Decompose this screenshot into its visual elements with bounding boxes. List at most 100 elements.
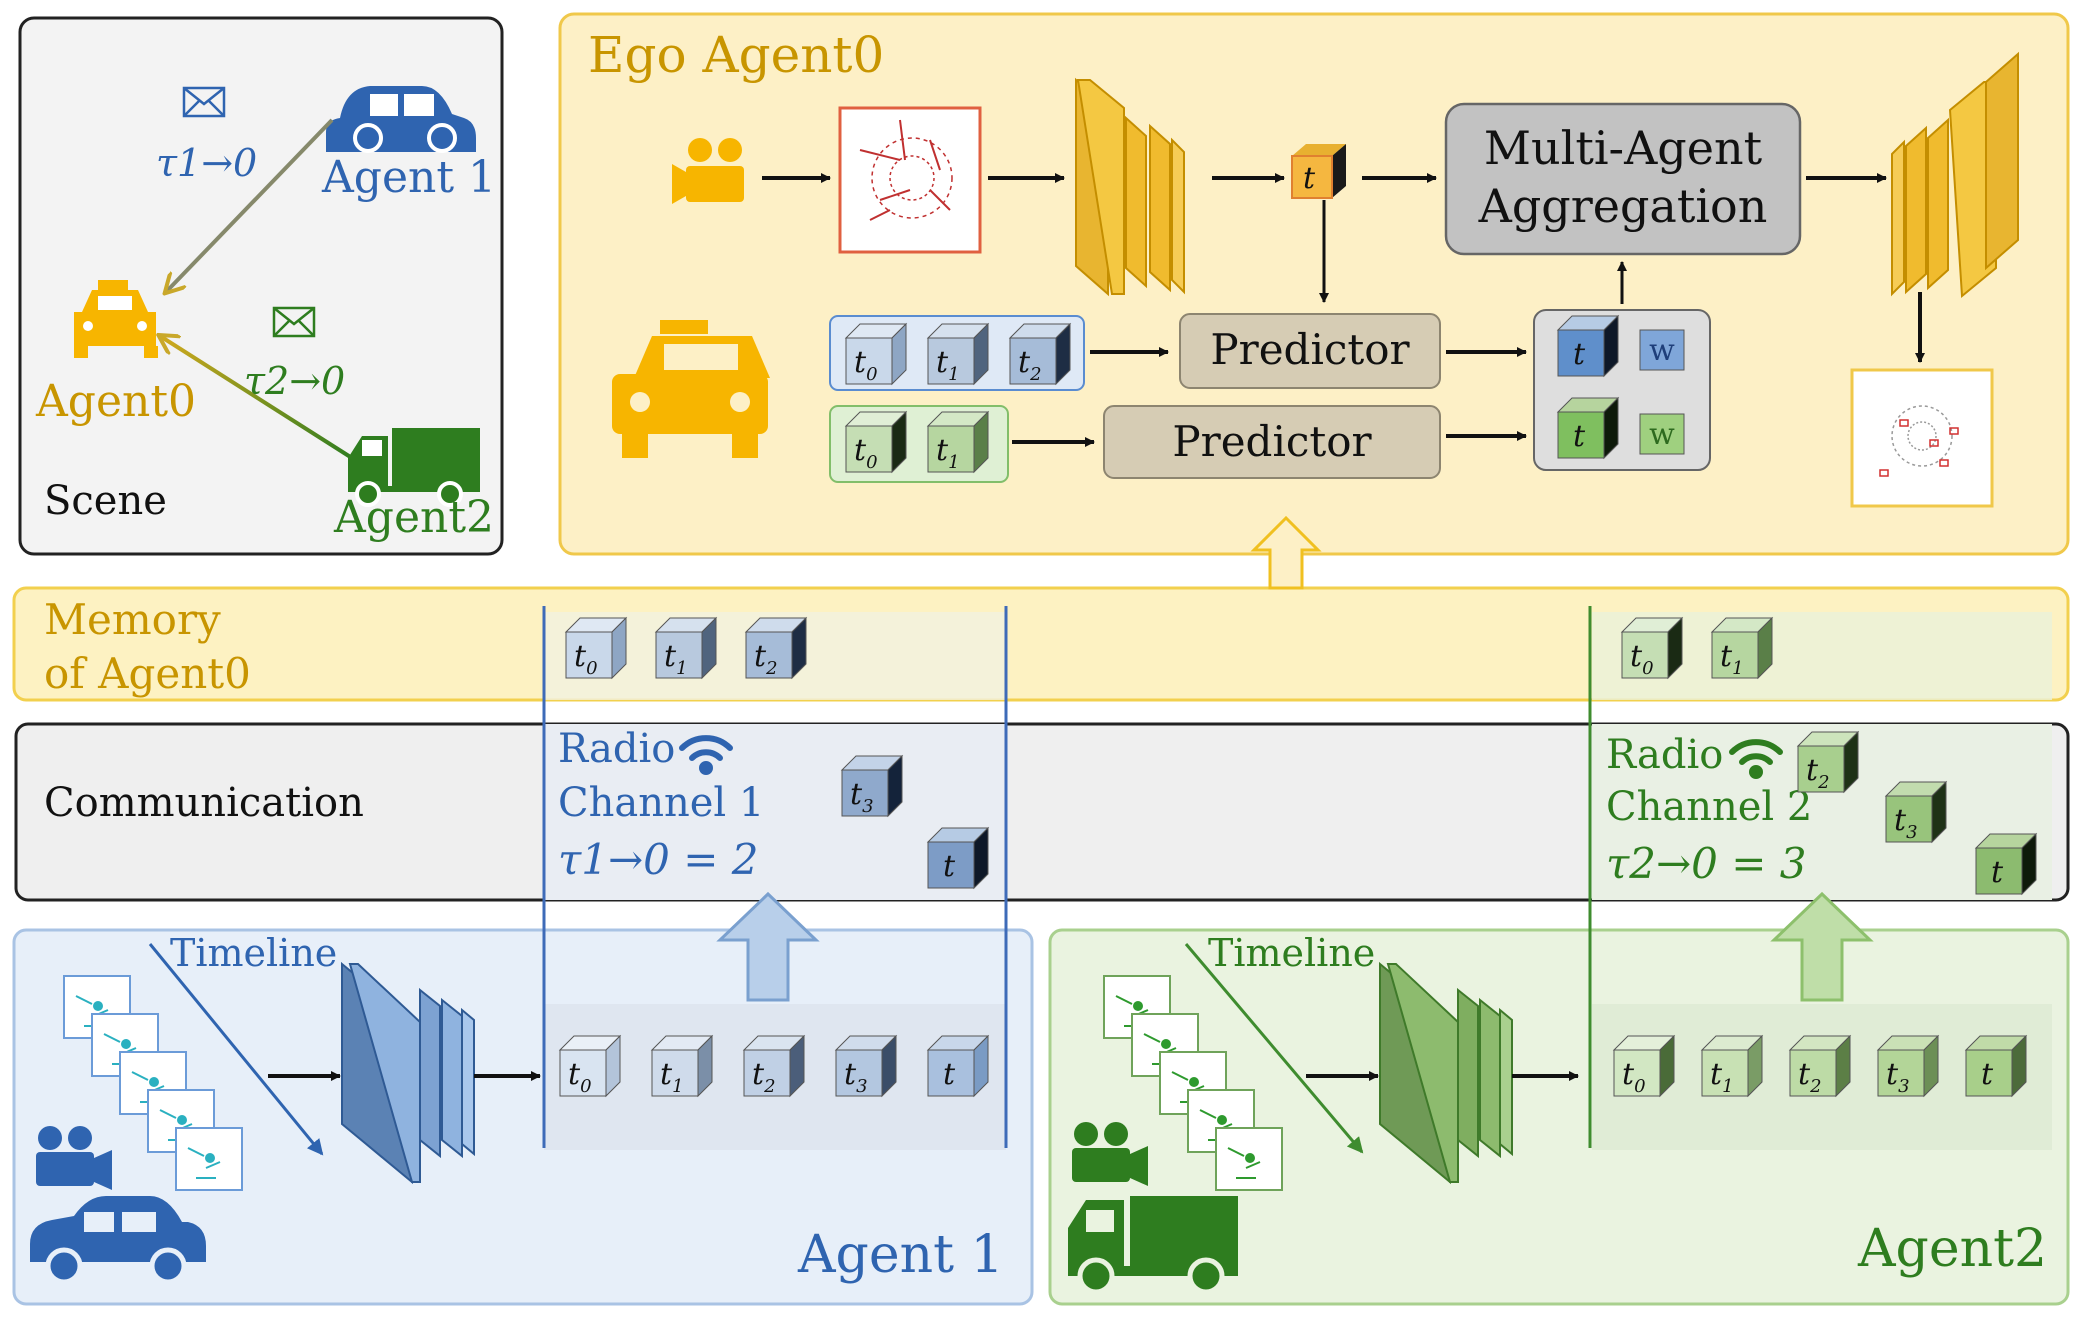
memory-feature-cube: t0	[564, 616, 628, 680]
predicted-feature-cube: t	[1556, 314, 1620, 378]
camera-icon	[36, 1126, 112, 1190]
wifi-icon	[679, 735, 733, 775]
svg-text:Multi-Agent: Multi-Agent	[1484, 121, 1763, 175]
scene-panel: τ1→0 τ2→0 Agent 1 Agent0 Agent2 Scene	[18, 16, 504, 556]
decoder-feature-stack	[1891, 51, 2019, 299]
in-transit-cube: t3	[840, 754, 904, 818]
in-transit-cube: t	[1974, 832, 2038, 896]
agent2-panel: Timeline Agent2	[1048, 891, 2070, 1306]
predicted-feature-cube: t	[1556, 396, 1620, 460]
agent2-truck-icon	[1068, 1196, 1238, 1295]
svg-text:of Agent0: of Agent0	[44, 649, 251, 698]
in-transit-cube: t2	[1796, 730, 1860, 794]
multi-agent-aggregation-block: Multi-Agent Aggregation	[1444, 102, 1802, 256]
agent1-upload-arrow	[716, 891, 820, 1002]
agent2-feature-cube: t1	[1700, 1034, 1764, 1098]
agent1-to-agent0-arrow	[166, 118, 334, 292]
timeline-arrow	[1184, 943, 1364, 1154]
svg-text:t: t	[943, 849, 956, 884]
svg-text:Channel 1: Channel 1	[558, 780, 764, 826]
svg-text:t: t	[1573, 337, 1586, 372]
scene-agent2-label: Agent2	[333, 492, 494, 543]
in-transit-cube: t	[926, 826, 990, 890]
memory-feature-cube: t1	[1710, 616, 1774, 680]
svg-text:τ1→0 = 2: τ1→0 = 2	[558, 835, 758, 884]
agent2-encoder-stack	[1379, 961, 1513, 1185]
feature-cube: t0	[844, 322, 908, 386]
svg-text:Timeline: Timeline	[1208, 931, 1375, 975]
detection-output-image	[1850, 368, 1994, 508]
tau-1-0-label: τ1→0	[156, 141, 257, 185]
agent1-encoder-stack	[341, 961, 475, 1185]
memory-feature-cube: t2	[744, 616, 808, 680]
agent1-feature-cube: t1	[650, 1034, 714, 1098]
agent2-to-agent0-arrow	[160, 336, 354, 460]
message-envelope-icon	[272, 306, 316, 338]
agent1-feature-cube: t	[926, 1034, 990, 1098]
svg-text:Aggregation: Aggregation	[1478, 179, 1768, 233]
agent1-car-icon	[326, 86, 476, 153]
agent2-feature-cube: t3	[1876, 1034, 1940, 1098]
bev-frame	[1215, 1127, 1283, 1191]
ego-title: Ego Agent0	[588, 26, 884, 84]
feature-cube: t1	[926, 322, 990, 386]
svg-text:t: t	[1991, 855, 2004, 890]
svg-text:Predictor: Predictor	[1172, 417, 1372, 466]
ego-taxi-icon	[612, 320, 770, 458]
camera-icon	[1072, 1122, 1148, 1186]
svg-text:w: w	[1649, 417, 1675, 452]
svg-text:Radio: Radio	[558, 726, 675, 772]
svg-text:t: t	[1303, 161, 1316, 196]
timeline-arrow	[148, 943, 324, 1156]
tau-2-0-label: τ2→0	[244, 359, 345, 403]
svg-text:Memory: Memory	[44, 595, 221, 644]
svg-text:Radio: Radio	[1606, 732, 1723, 778]
svg-text:Predictor: Predictor	[1210, 325, 1410, 374]
svg-text:t: t	[1573, 419, 1586, 454]
weight-box: w	[1639, 413, 1685, 455]
agent2-feature-cube: t2	[1788, 1034, 1852, 1098]
weight-box: w	[1639, 329, 1685, 371]
feature-cube: t2	[1008, 322, 1072, 386]
agent0-taxi-icon	[74, 280, 158, 358]
in-transit-cube: t3	[1884, 780, 1948, 844]
svg-text:t: t	[1981, 1057, 1994, 1092]
svg-text:Timeline: Timeline	[170, 931, 337, 975]
communication-row: Communication Radio Channel 1 τ1→0 = 2 R…	[14, 722, 2070, 902]
encoder-feature-stack	[1075, 77, 1185, 297]
predictor-block: Predictor	[1179, 313, 1441, 389]
agent2-upload-arrow	[1770, 891, 1874, 1002]
predictor-block: Predictor	[1103, 405, 1441, 479]
agent2-title: Agent2	[1857, 1219, 2047, 1279]
agent1-car-icon	[30, 1196, 206, 1285]
agent1-panel: Timeline Agent 1	[12, 891, 1034, 1306]
memory-to-ego-arrow	[1250, 515, 1322, 590]
agent2-truck-icon	[348, 428, 480, 507]
agent1-title: Agent 1	[797, 1225, 1004, 1285]
communication-title: Communication	[44, 780, 364, 826]
agent1-feature-cube: t0	[558, 1034, 622, 1098]
svg-text:Channel 2: Channel 2	[1606, 784, 1812, 830]
memory-feature-cube: t0	[1620, 616, 1684, 680]
feature-cube: t0	[844, 410, 908, 474]
svg-text:w: w	[1649, 333, 1675, 368]
scene-title: Scene	[44, 478, 167, 524]
lidar-bev-image	[838, 106, 982, 254]
agent1-feature-cube: t3	[834, 1034, 898, 1098]
ego-agent-panel: Ego Agent0 t	[558, 12, 2070, 556]
memory-feature-cube: t1	[654, 616, 718, 680]
wifi-icon	[1729, 739, 1783, 779]
camera-icon	[672, 138, 744, 204]
svg-text:τ2→0 = 3: τ2→0 = 3	[1606, 839, 1806, 888]
agent1-feature-cube: t2	[742, 1034, 806, 1098]
scene-agent1-label: Agent 1	[321, 152, 496, 203]
message-envelope-icon	[182, 86, 226, 118]
scene-agent0-label: Agent0	[35, 376, 196, 427]
ego-feature-cube: t	[1291, 144, 1346, 199]
feature-cube: t1	[926, 410, 990, 474]
bev-frame	[175, 1127, 243, 1191]
agent2-feature-cube: t0	[1612, 1034, 1676, 1098]
svg-text:t: t	[943, 1057, 956, 1092]
agent2-feature-cube: t	[1964, 1034, 2028, 1098]
